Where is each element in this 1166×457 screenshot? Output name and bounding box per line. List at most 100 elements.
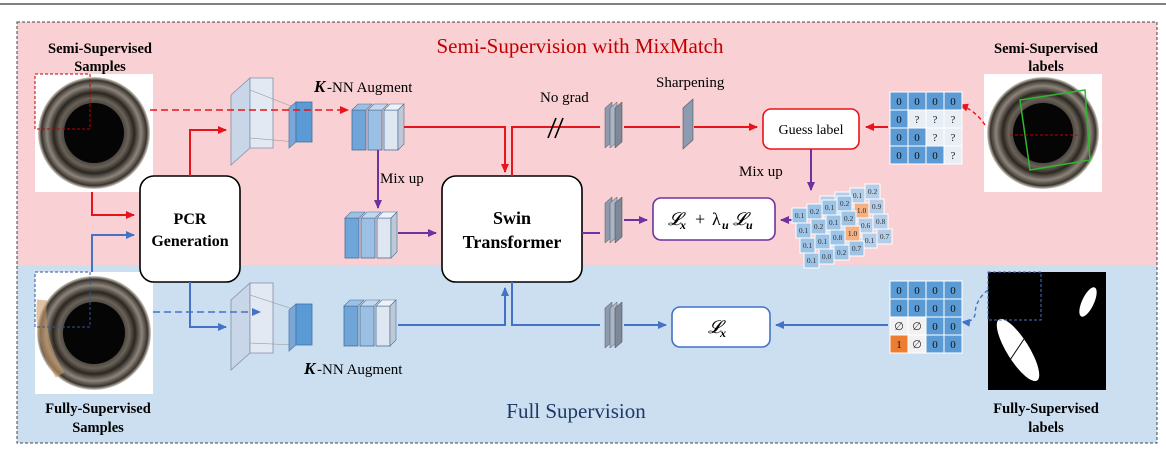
matrix-cell-value: 0: [950, 339, 956, 351]
matrix-cell-value: 0: [950, 321, 956, 333]
loss-full-box: [671, 306, 771, 348]
matrix-cell-value: ∅: [912, 339, 922, 351]
loss-full-lx-sub: x: [719, 326, 726, 340]
sharpening-label: Sharpening: [656, 75, 725, 91]
matrix-cell-value: 0.1: [807, 256, 817, 265]
full-supervision-region: [17, 265, 1157, 443]
loss-lambda: λ: [712, 209, 721, 229]
matrix-cell-value: 0.1: [865, 236, 875, 245]
knn-bottom-label: -NN Augment: [317, 362, 403, 378]
no-grad-marker: [547, 117, 564, 139]
matrix-cell-value: 0: [932, 150, 938, 162]
matrix-cell-value: ?: [933, 114, 938, 126]
pcr-generation-box: [139, 175, 241, 283]
matrix-cell-value: ?: [933, 132, 938, 144]
matrix-cell-value: 0.1: [799, 226, 809, 235]
knn-top-label: -NN Augment: [327, 80, 413, 96]
loss-semi-formula: 𝓛 x + λ u 𝓛 u: [668, 209, 753, 232]
loss-lu-sub: u: [746, 218, 753, 232]
matrix-cell: [943, 334, 963, 354]
guess-label-text: Guess label: [779, 123, 844, 138]
semi-labels-label-2: labels: [1028, 59, 1064, 75]
matrix-cell-value: 0: [914, 285, 920, 297]
matrix-cell-value: 0.2: [814, 222, 824, 231]
sharpening-block: [682, 98, 694, 150]
loss-lambda-sub: u: [722, 218, 729, 232]
full-samples-label-2: Samples: [72, 420, 124, 436]
knn-bottom-k: K: [303, 359, 317, 378]
matrix-cell-value: 0.9: [872, 202, 882, 211]
matrix-cell-value: ?: [951, 150, 956, 162]
semi-sample-image: [34, 73, 153, 192]
full-labels-label: Fully-Supervised: [993, 401, 1099, 417]
matrix-cell-value: 0: [932, 96, 938, 108]
matrix-cell-value: ?: [951, 114, 956, 126]
knn-top-k: K: [313, 77, 327, 96]
semi-arrows: [91, 103, 986, 219]
matrix-cell-value: ?: [951, 132, 956, 144]
knn-stack-mixed: [344, 211, 398, 259]
full-sample-image: [34, 271, 153, 394]
pcr-label-1: PCR: [174, 211, 207, 228]
matrix-cell-value: 1: [896, 339, 902, 351]
matrix-cell-value: 0: [896, 132, 902, 144]
matrix-cell-value: 0: [950, 285, 956, 297]
matrix-cell-value: 0.1: [795, 211, 805, 220]
mixup-left-label: Mix up: [380, 171, 424, 187]
full-labels-label-2: labels: [1028, 420, 1064, 436]
matrix-cell-value: 0: [896, 96, 902, 108]
matrix-cell-value: 0: [914, 96, 920, 108]
matrix-cell-value: 0.1: [829, 218, 839, 227]
matrix-cell-value: 0: [932, 321, 938, 333]
matrix-cell: [848, 240, 865, 257]
semi-samples-label-2: Samples: [74, 59, 126, 75]
loss-plus: +: [695, 209, 705, 229]
semi-labels-label: Semi-Supervised: [994, 41, 1098, 57]
matrix-cell-value: 0.8: [876, 217, 886, 226]
knn-stack-top: [351, 103, 405, 151]
matrix-cell-value: 0.1: [803, 241, 813, 250]
knn-stack-bottom: [343, 299, 397, 347]
matrix-cell-value: 0: [950, 96, 956, 108]
matrix-cell-value: 0.6: [861, 221, 871, 230]
matrix-cell-value: 0: [896, 150, 902, 162]
matrix-cell: [876, 228, 893, 245]
outer-frame: [16, 21, 1158, 444]
matrix-cell-value: 0.7: [852, 244, 862, 253]
swin-label-1: Swin: [493, 208, 531, 228]
matrix-cell-value: 0.8: [833, 233, 843, 242]
output-stack-top: [604, 101, 623, 149]
mixup-right-label: Mix up: [739, 164, 783, 180]
semi-samples-label: Semi-Supervised: [48, 41, 152, 57]
output-stack-bottom: [604, 301, 623, 349]
matrix-cell-value: 0.2: [837, 248, 847, 257]
encoder-feature-bottom: [230, 282, 313, 371]
matrix-cell-value: 0: [896, 303, 902, 315]
matrix-cell-value: 0.0: [822, 252, 832, 261]
encoder-feature-top: [230, 77, 313, 166]
no-grad-label: No grad: [540, 90, 589, 106]
matrix-cell: [943, 145, 963, 165]
pcr-label-2: Generation: [151, 233, 228, 250]
matrix-cell-value: 0.1: [853, 191, 863, 200]
matrix-cell-value: 0: [914, 150, 920, 162]
matrix-cell-value: 1.0: [857, 206, 867, 215]
semi-label-image: [984, 74, 1102, 192]
full-arrows: [91, 231, 989, 331]
matrix-cell-value: ∅: [912, 321, 922, 333]
matrix-cell-value: 0: [932, 303, 938, 315]
full-samples-label: Fully-Supervised: [45, 401, 151, 417]
matrix-cell-value: 0.1: [825, 203, 835, 212]
full-region-title: Full Supervision: [506, 399, 646, 423]
matrix-cell-value: ?: [915, 114, 920, 126]
matrix-cell-value: 1.0: [848, 229, 858, 238]
matrix-cell-value: ∅: [894, 321, 904, 333]
matrix-cell-value: 0: [914, 132, 920, 144]
matrix-cell-value: 0: [896, 114, 902, 126]
loss-lx-sub: x: [679, 218, 686, 232]
loss-semi-box: [652, 197, 776, 241]
